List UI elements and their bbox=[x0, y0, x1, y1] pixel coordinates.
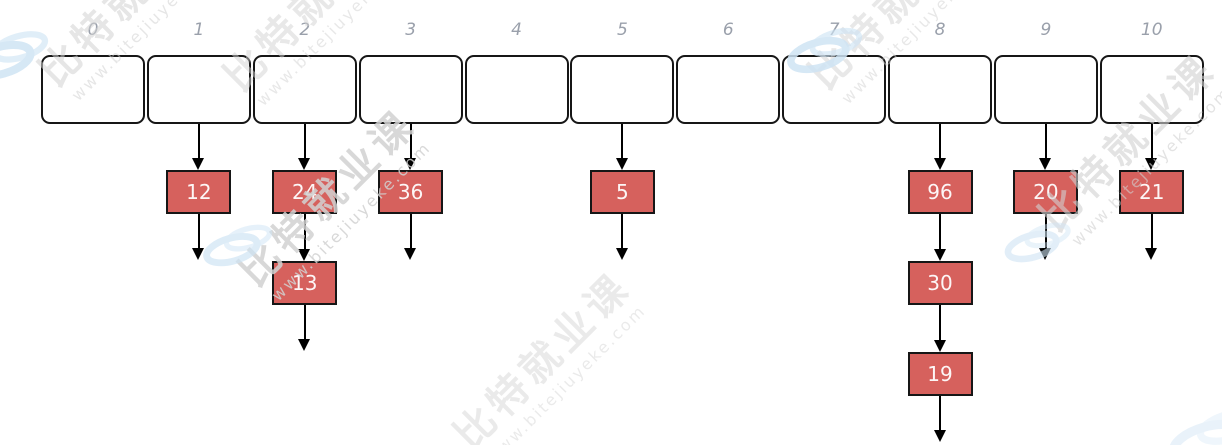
arrow-head-icon bbox=[192, 248, 205, 260]
arrow-shaft bbox=[939, 124, 941, 159]
bucket-index-label: 2 bbox=[299, 20, 311, 40]
bucket-cell bbox=[676, 55, 781, 124]
arrow-down bbox=[1145, 214, 1158, 260]
bucket-cell bbox=[146, 55, 251, 124]
arrow-head-icon bbox=[1145, 248, 1158, 260]
arrow-head-icon bbox=[933, 430, 946, 442]
bucket-cell bbox=[41, 55, 145, 124]
arrow-shaft bbox=[303, 214, 306, 250]
arrow-down bbox=[933, 214, 947, 261]
chain-node: 19 bbox=[907, 352, 973, 396]
arrow-head-icon bbox=[1039, 158, 1052, 170]
arrow-down bbox=[615, 214, 629, 260]
arrow-head-icon bbox=[933, 249, 946, 261]
bucket-index-label: 7 bbox=[828, 20, 840, 40]
arrow-shaft bbox=[197, 214, 200, 249]
bucket-cell bbox=[464, 55, 569, 124]
arrow-head-icon bbox=[298, 249, 311, 261]
arrow-head-icon bbox=[192, 158, 205, 170]
bucket-index-label: 10 bbox=[1140, 20, 1163, 40]
arrow-head-icon bbox=[298, 339, 311, 351]
arrow-shaft bbox=[1150, 124, 1153, 159]
arrow-down bbox=[1039, 124, 1052, 170]
arrow-down bbox=[298, 305, 311, 351]
chain-node: 20 bbox=[1013, 170, 1079, 214]
arrow-shaft bbox=[939, 305, 941, 341]
arrow-shaft bbox=[197, 124, 200, 159]
arrow-head-icon bbox=[404, 248, 417, 260]
chain-node: 30 bbox=[907, 261, 973, 305]
bucket-index-label: 4 bbox=[511, 20, 522, 40]
chain-node: 12 bbox=[166, 170, 232, 214]
arrow-shaft bbox=[1044, 124, 1047, 159]
bucket-cell bbox=[570, 55, 675, 124]
bucket-index-label: 1 bbox=[193, 20, 205, 40]
bucket-index-label: 8 bbox=[934, 20, 946, 40]
arrow-shaft bbox=[621, 214, 624, 249]
chain-node: 24 bbox=[272, 170, 338, 214]
bucket-cell bbox=[358, 55, 463, 124]
bucket-cell bbox=[1099, 55, 1204, 124]
bucket-index-label: 3 bbox=[405, 20, 417, 40]
arrow-shaft bbox=[939, 396, 941, 431]
arrow-down bbox=[298, 124, 311, 170]
bucket-cell bbox=[993, 55, 1098, 124]
arrow-shaft bbox=[939, 214, 941, 250]
chain-node: 96 bbox=[907, 170, 973, 214]
chain-node: 21 bbox=[1119, 170, 1185, 214]
arrow-down bbox=[192, 124, 205, 170]
bucket-cell bbox=[782, 55, 887, 124]
arrow-shaft bbox=[1044, 214, 1047, 249]
arrow-down bbox=[192, 214, 205, 260]
arrow-head-icon bbox=[933, 340, 946, 352]
arrow-shaft bbox=[303, 124, 306, 159]
arrow-shaft bbox=[621, 124, 624, 159]
chain-node: 36 bbox=[378, 170, 444, 214]
arrow-head-icon bbox=[615, 248, 628, 260]
bucket-cell bbox=[888, 55, 992, 124]
arrow-head-icon bbox=[1145, 158, 1158, 170]
arrow-head-icon bbox=[1039, 248, 1052, 260]
arrow-down bbox=[404, 214, 417, 260]
arrow-down bbox=[298, 214, 311, 261]
arrow-down bbox=[615, 124, 629, 170]
arrow-head-icon bbox=[933, 158, 946, 170]
arrow-down bbox=[1039, 214, 1052, 260]
arrow-down bbox=[933, 396, 947, 442]
arrow-shaft bbox=[409, 214, 412, 249]
arrow-down bbox=[933, 124, 947, 170]
arrow-shaft bbox=[1150, 214, 1153, 249]
arrow-shaft bbox=[409, 124, 412, 159]
arrow-head-icon bbox=[298, 158, 311, 170]
arrow-down bbox=[1145, 124, 1158, 170]
chain-node: 13 bbox=[272, 261, 338, 305]
chain-node: 5 bbox=[589, 170, 655, 214]
bucket-index-label: 0 bbox=[87, 20, 99, 40]
arrow-shaft bbox=[303, 305, 306, 340]
bucket-index-label: 6 bbox=[722, 20, 734, 40]
bucket-index-label: 5 bbox=[616, 20, 628, 40]
bucket-index-label: 9 bbox=[1040, 20, 1052, 40]
arrow-down bbox=[404, 124, 417, 170]
arrow-head-icon bbox=[615, 158, 628, 170]
bucket-cell bbox=[252, 55, 357, 124]
arrow-down bbox=[933, 305, 947, 352]
arrow-head-icon bbox=[404, 158, 417, 170]
